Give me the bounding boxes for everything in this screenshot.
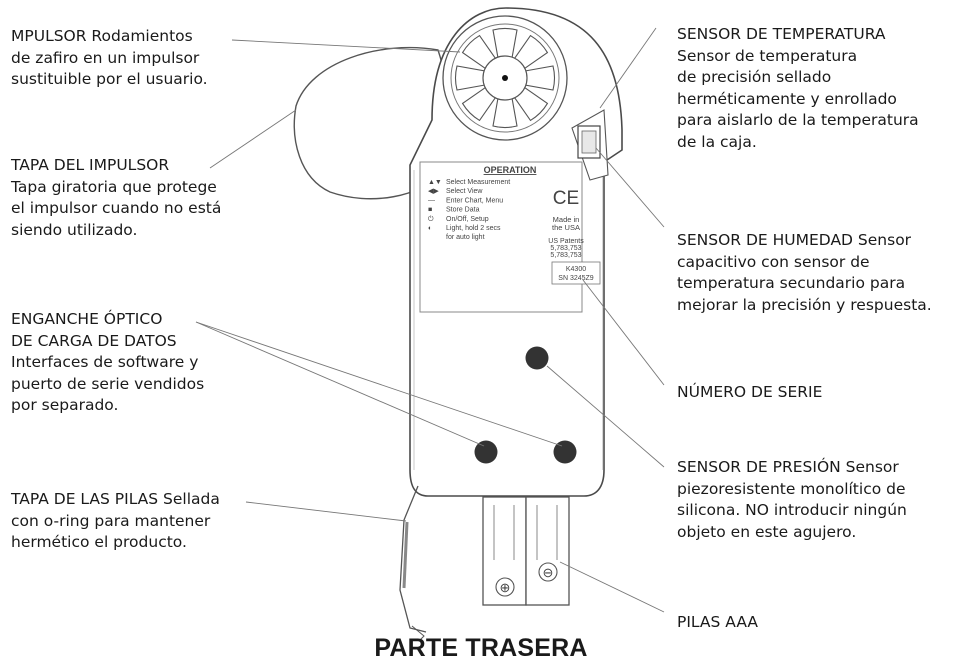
made-in-line1: Made in [553,215,580,224]
optical-port-left [474,440,498,464]
operation-item-icon: ⏻ [428,215,434,223]
ce-mark: CE [553,188,579,209]
impulsor-line: sustituible por el usuario. [11,70,208,89]
operation-item-text: On/Off, Setup [446,216,489,223]
sensor-humedad-line: temperatura secundario para [677,274,906,293]
operation-item-text: Store Data [446,207,480,214]
tapa-impulsor-line: Tapa giratoria que protege [11,177,217,196]
impulsor-line: MPULSOR Rodamientos [11,27,193,45]
pilas-line: PILAS AAA [677,613,758,631]
tapa-impulsor-line: el impulsor cuando no está [11,199,222,218]
callout-impulsor: MPULSOR Rodamientos de zafiro en un impu… [11,26,208,91]
enganche-line: Interfaces de software y [11,353,199,372]
callout-pilas: PILAS AAA [677,612,758,634]
callout-enganche: ENGANCHE ÓPTICO DE CARGA DE DATOS Interf… [11,309,204,417]
sensor-presion-line: SENSOR DE PRESIÓN Sensor [677,458,899,476]
impulsor-line: de zafiro en un impulsor [11,48,200,67]
operation-item-icon: ▲▼ [428,179,442,186]
operation-item-icon: ◀▶ [428,188,439,195]
enganche-line: puerto de serie vendidos [11,374,205,393]
sensor-presion-line: objeto en este agujero. [677,522,857,541]
aaa-batteries: ⊕ ⊖ [482,496,570,606]
enganche-line: DE CARGA DE DATOS [11,331,177,350]
callout-sensor-temperatura: SENSOR DE TEMPERATURA Sensor de temperat… [677,24,919,154]
callout-tapa-impulsor: TAPA DEL IMPULSOR Tapa giratoria que pro… [11,155,221,241]
enganche-line: ENGANCHE ÓPTICO [11,310,163,328]
sensor-temp-line: para aislarlo de la temperatura [677,111,919,130]
operation-item-text: for auto light [446,234,485,241]
callout-numero-serie: NÚMERO DE SERIE [677,382,822,404]
patents-line1: US Patents [548,238,584,245]
serial-box [551,261,601,285]
sensor-humedad-line: capacitivo con sensor de [677,252,870,271]
operation-list: ▲▼ Select Measurement ◀▶ Select View — Enter … [428,179,510,241]
operation-item-text: Select View [446,188,483,195]
enganche-line: por separado. [11,396,119,415]
diagram-title: PARTE TRASERA [374,634,588,662]
sensor-temp-line: de la caja. [677,132,757,151]
tapa-pilas-line: TAPA DE LAS PILAS Sellada [11,490,220,508]
operation-title: OPERATION [484,165,537,175]
tapa-impulsor-line: siendo utilizado. [11,220,138,239]
sensor-presion-line: silicona. NO introducir ningún [677,501,907,520]
pressure-sensor-hole [525,346,549,370]
sensor-presion-line: piezoresistente monolítico de [677,479,906,498]
leader-lines [195,27,665,613]
operation-item-text: Light, hold 2 secs [446,225,501,232]
sensor-temp-line: de precisión sellado [677,68,832,87]
made-in-line2: the USA [552,223,580,232]
sensor-humedad-line: mejorar la precisión y respuesta. [677,295,932,314]
numero-serie-line: NÚMERO DE SERIE [677,383,823,401]
operation-item-text: Enter Chart, Menu [446,197,503,204]
operation-item-text: Select Measurement [446,179,510,186]
tapa-impulsor-line: TAPA DEL IMPULSOR [11,156,170,174]
patents-line3: 5,783,753 [550,252,581,259]
label-plate [419,161,583,313]
model-number: K4300 [566,266,586,273]
callout-tapa-pilas: TAPA DE LAS PILAS Sellada con o-ring par… [11,489,220,554]
operation-item-icon: ■ [428,207,432,214]
callout-sensor-presion: SENSOR DE PRESIÓN Sensor piezoresistente… [677,457,907,543]
callout-sensor-humedad: SENSOR DE HUMEDAD Sensor capacitivo con … [677,230,932,316]
tapa-pilas-line: hermético el producto. [11,533,187,552]
sensor-temp-line: Sensor de temperatura [677,46,858,65]
impeller [442,15,568,141]
battery-minus-symbol: ⊖ [543,565,554,580]
patents-line2: 5,783,753 [550,245,581,252]
serial-number: SN 3245Z9 [558,275,594,282]
optical-port-right [553,440,577,464]
sensor-temp-line: SENSOR DE TEMPERATURA [677,25,886,43]
operation-item-icon: ◐ [428,225,432,232]
sensor-humedad-line: SENSOR DE HUMEDAD Sensor [677,231,912,249]
operation-item-icon: — [428,197,435,204]
sensor-temp-line: herméticamente y enrollado [677,89,897,108]
tapa-pilas-line: con o-ring para mantener [11,511,211,530]
battery-plus-symbol: ⊕ [500,580,511,595]
